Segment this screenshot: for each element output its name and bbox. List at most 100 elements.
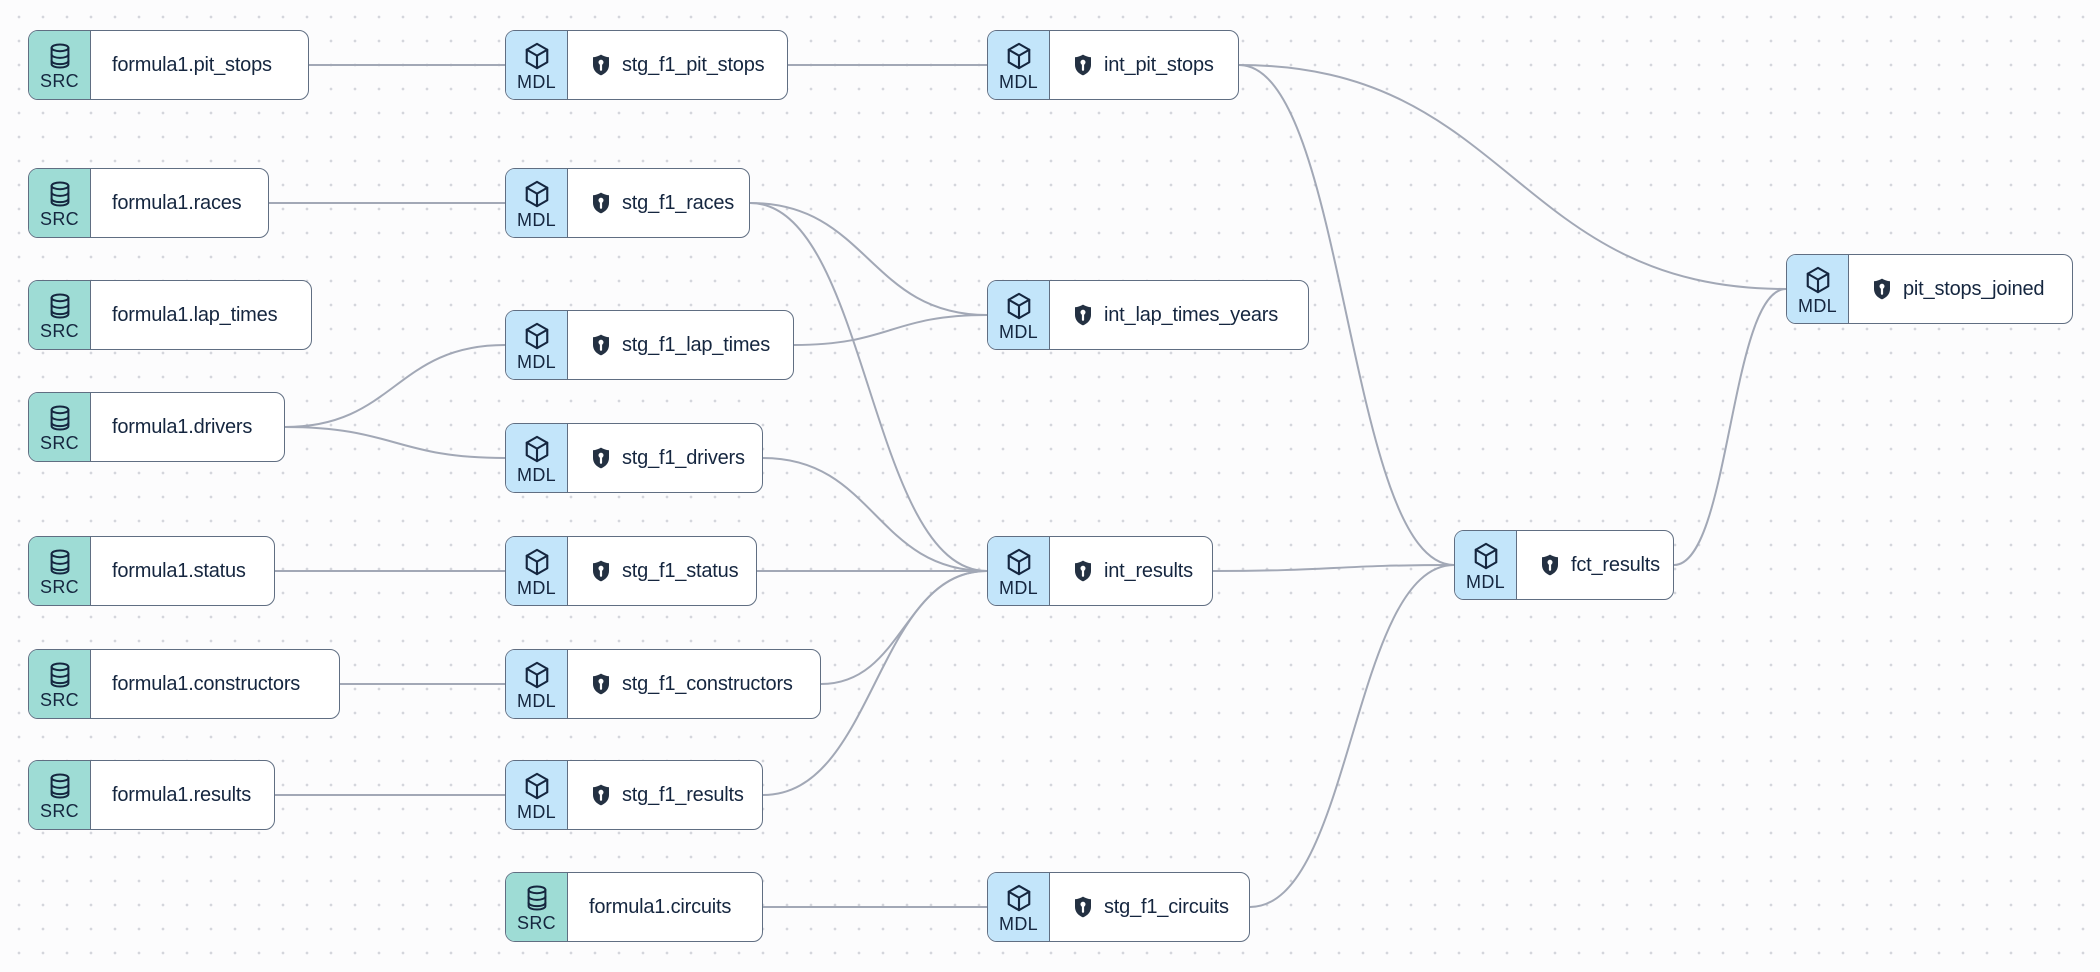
node-src_circuits[interactable]: SRC formula1.circuits bbox=[505, 872, 763, 942]
node-stg_f1_constructors[interactable]: MDL stg_f1_constructors bbox=[505, 649, 821, 719]
badge-label: MDL bbox=[999, 321, 1038, 342]
node-int_results[interactable]: MDL int_results bbox=[987, 536, 1213, 606]
source-type-badge: SRC bbox=[29, 537, 91, 605]
node-label: formula1.constructors bbox=[112, 672, 301, 695]
node-label: stg_f1_pit_stops bbox=[622, 53, 765, 76]
node-src_drivers[interactable]: SRC formula1.drivers bbox=[28, 392, 285, 462]
node-int_lap_times_years[interactable]: MDL int_lap_times_years bbox=[987, 280, 1309, 350]
shield-icon bbox=[1542, 554, 1558, 576]
node-stg_f1_circuits[interactable]: MDL stg_f1_circuits bbox=[987, 872, 1250, 942]
cube-icon bbox=[525, 180, 548, 207]
badge-label: MDL bbox=[517, 801, 556, 822]
edge-src_drivers-to-stg_f1_drivers bbox=[284, 426, 506, 459]
shield-icon bbox=[593, 784, 609, 806]
database-icon bbox=[50, 404, 69, 431]
edge-stg_f1_constructors-to-int_results bbox=[820, 570, 988, 685]
node-body: stg_f1_results bbox=[568, 761, 762, 829]
node-src_lap_times[interactable]: SRC formula1.lap_times bbox=[28, 280, 312, 350]
cube-icon bbox=[525, 661, 548, 688]
source-type-badge: SRC bbox=[29, 169, 91, 237]
shield-icon bbox=[593, 673, 609, 695]
node-body: int_pit_stops bbox=[1050, 31, 1238, 99]
badge-label: SRC bbox=[517, 912, 556, 933]
database-icon bbox=[50, 772, 69, 799]
source-type-badge: SRC bbox=[29, 650, 91, 718]
node-stg_f1_results[interactable]: MDL stg_f1_results bbox=[505, 760, 763, 830]
shield-icon bbox=[1874, 278, 1890, 300]
badge-label: MDL bbox=[517, 464, 556, 485]
model-type-badge: MDL bbox=[506, 31, 568, 99]
model-type-badge: MDL bbox=[506, 761, 568, 829]
node-label: stg_f1_races bbox=[622, 191, 735, 214]
model-type-badge: MDL bbox=[988, 537, 1050, 605]
shield-icon bbox=[593, 560, 609, 582]
cube-icon bbox=[1007, 548, 1030, 575]
cube-icon bbox=[525, 548, 548, 575]
source-type-badge: SRC bbox=[506, 873, 568, 941]
node-body: stg_f1_circuits bbox=[1050, 873, 1249, 941]
node-src_constructors[interactable]: SRC formula1.constructors bbox=[28, 649, 340, 719]
node-body: stg_f1_races bbox=[568, 169, 749, 237]
badge-label: MDL bbox=[517, 690, 556, 711]
badge-label: SRC bbox=[40, 576, 79, 597]
node-label: formula1.races bbox=[112, 191, 242, 214]
node-body: formula1.pit_stops bbox=[91, 31, 308, 99]
database-icon bbox=[50, 180, 69, 207]
node-label: stg_f1_constructors bbox=[622, 672, 793, 695]
node-stg_f1_drivers[interactable]: MDL stg_f1_drivers bbox=[505, 423, 763, 493]
node-body: stg_f1_drivers bbox=[568, 424, 762, 492]
badge-label: SRC bbox=[40, 320, 79, 341]
badge-label: SRC bbox=[40, 432, 79, 453]
node-label: stg_f1_results bbox=[622, 783, 744, 806]
node-body: stg_f1_status bbox=[568, 537, 756, 605]
node-body: int_results bbox=[1050, 537, 1212, 605]
source-type-badge: SRC bbox=[29, 31, 91, 99]
edge-src_drivers-to-stg_f1_lap_times bbox=[284, 344, 506, 428]
model-type-badge: MDL bbox=[506, 537, 568, 605]
cube-icon bbox=[1007, 884, 1030, 911]
node-stg_f1_status[interactable]: MDL stg_f1_status bbox=[505, 536, 757, 606]
cube-icon bbox=[1007, 292, 1030, 319]
node-label: formula1.lap_times bbox=[112, 303, 278, 326]
badge-label: MDL bbox=[517, 577, 556, 598]
model-type-badge: MDL bbox=[988, 873, 1050, 941]
badge-label: MDL bbox=[999, 577, 1038, 598]
source-type-badge: SRC bbox=[29, 393, 91, 461]
model-type-badge: MDL bbox=[506, 424, 568, 492]
edge-fct_results-to-pit_stops_joined bbox=[1673, 288, 1787, 566]
node-body: stg_f1_lap_times bbox=[568, 311, 793, 379]
node-label: int_lap_times_years bbox=[1104, 303, 1279, 326]
source-type-badge: SRC bbox=[29, 761, 91, 829]
node-body: formula1.drivers bbox=[91, 393, 284, 461]
node-label: pit_stops_joined bbox=[1903, 277, 2045, 300]
node-int_pit_stops[interactable]: MDL int_pit_stops bbox=[987, 30, 1239, 100]
badge-label: MDL bbox=[1466, 571, 1505, 592]
badge-label: MDL bbox=[999, 71, 1038, 92]
badge-label: MDL bbox=[1798, 295, 1837, 316]
node-body: stg_f1_pit_stops bbox=[568, 31, 787, 99]
node-src_races[interactable]: SRC formula1.races bbox=[28, 168, 269, 238]
shield-icon bbox=[593, 334, 609, 356]
shield-icon bbox=[1075, 304, 1091, 326]
model-type-badge: MDL bbox=[1787, 255, 1849, 323]
node-label: stg_f1_status bbox=[622, 559, 739, 582]
shield-icon bbox=[1075, 54, 1091, 76]
edge-stg_f1_lap_times-to-int_lap_times_years bbox=[793, 314, 988, 346]
edge-stg_f1_circuits-to-fct_results bbox=[1249, 564, 1455, 908]
node-label: formula1.circuits bbox=[589, 895, 732, 918]
node-body: stg_f1_constructors bbox=[568, 650, 820, 718]
model-type-badge: MDL bbox=[988, 281, 1050, 349]
node-label: stg_f1_circuits bbox=[1104, 895, 1229, 918]
node-pit_stops_joined[interactable]: MDL pit_stops_joined bbox=[1786, 254, 2073, 324]
database-icon bbox=[50, 292, 69, 319]
cube-icon bbox=[525, 435, 548, 462]
node-stg_f1_pit_stops[interactable]: MDL stg_f1_pit_stops bbox=[505, 30, 788, 100]
